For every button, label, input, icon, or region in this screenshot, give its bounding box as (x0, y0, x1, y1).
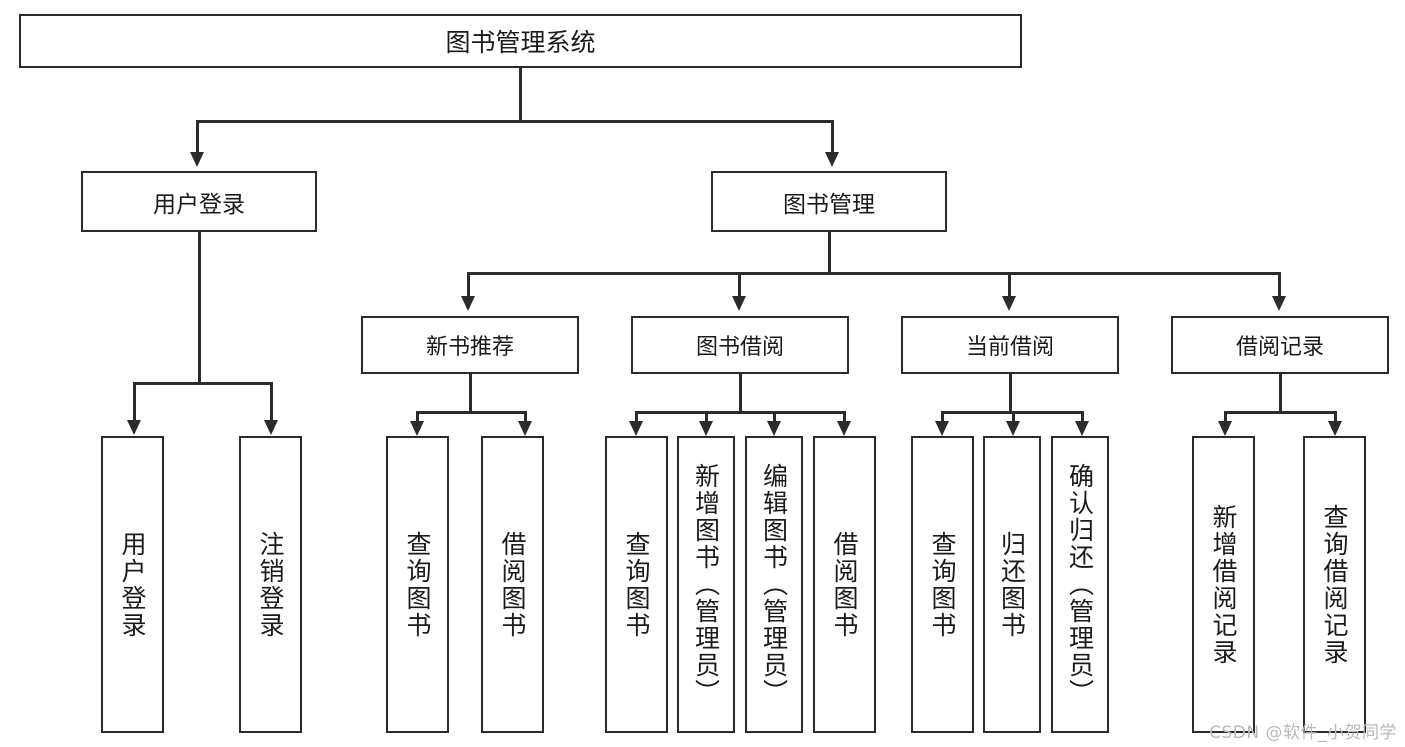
arrowhead-borrow-record-to-leaf-2 (1328, 421, 1342, 436)
leaf-add-borrow-record[interactable]: 新增借阅记录 (1192, 436, 1255, 733)
arrowhead-current-borrow-to-leaf-1 (935, 421, 949, 436)
leaf-add-book-admin[interactable]: 新增图书（管理员） (677, 436, 735, 733)
arrowhead-new-book-to-leaf-1 (410, 421, 424, 436)
connector-borrow-record-bus (1224, 411, 1337, 414)
arrowhead-book-manage-to-borrow-record (1272, 296, 1286, 311)
arrowhead-book-borrow-to-leaf-1 (629, 421, 643, 436)
connector-current-borrow-to-leaf-2 (1012, 411, 1015, 421)
arrowhead-user-login-to-leaf-1 (127, 420, 141, 435)
node-book-manage[interactable]: 图书管理 (711, 171, 947, 232)
leaf-user-login[interactable]: 用户登录 (101, 436, 164, 733)
connector-borrow-record-trunk (1279, 374, 1282, 411)
leaf-query-book-current[interactable]: 查询图书 (911, 436, 974, 733)
connector-new-book-to-leaf-2 (524, 411, 527, 421)
node-borrow-record[interactable]: 借阅记录 (1171, 316, 1389, 374)
connector-book-manage-to-borrow-record (1278, 272, 1281, 296)
arrowhead-book-manage-to-current-borrow (1002, 296, 1016, 311)
connector-current-borrow-trunk (1009, 374, 1012, 411)
connector-root-to-book-manage (831, 120, 834, 152)
connector-book-manage-trunk (828, 232, 831, 272)
connector-user-login-to-leaf-1 (133, 382, 136, 420)
connector-user-login-bus (133, 382, 272, 385)
arrowhead-root-to-book-manage (825, 152, 839, 167)
arrowhead-book-borrow-to-leaf-3 (767, 421, 781, 436)
connector-book-manage-to-new-book (467, 272, 470, 296)
connector-new-book-bus (416, 411, 527, 414)
leaf-query-book-borrow[interactable]: 查询图书 (605, 436, 668, 733)
connector-book-borrow-to-leaf-2 (705, 411, 708, 421)
arrowhead-borrow-record-to-leaf-1 (1218, 421, 1232, 436)
connector-book-manage-bus (467, 272, 1281, 275)
connector-new-book-trunk (469, 374, 472, 411)
leaf-return-book[interactable]: 归还图书 (983, 436, 1041, 733)
arrowhead-user-login-to-leaf-2 (264, 420, 278, 435)
connector-user-login-trunk (198, 232, 201, 382)
arrowhead-root-to-user-login (190, 152, 204, 167)
arrowhead-book-manage-to-book-borrow (732, 296, 746, 311)
connector-borrow-record-to-leaf-1 (1224, 411, 1227, 421)
node-user-login[interactable]: 用户登录 (81, 171, 317, 232)
connector-book-borrow-to-leaf-3 (773, 411, 776, 421)
connector-new-book-to-leaf-1 (416, 411, 419, 421)
leaf-edit-book-admin[interactable]: 编辑图书（管理员） (745, 436, 803, 733)
leaf-logout-login[interactable]: 注销登录 (239, 436, 302, 733)
connector-root-to-user-login (196, 120, 199, 152)
arrowhead-current-borrow-to-leaf-2 (1006, 421, 1020, 436)
leaf-confirm-return-admin[interactable]: 确认归还（管理员） (1051, 436, 1109, 733)
connector-book-borrow-to-leaf-4 (843, 411, 846, 421)
connector-root-trunk (519, 68, 522, 120)
connector-root-bus (196, 120, 833, 123)
arrowhead-new-book-to-leaf-2 (518, 421, 532, 436)
arrowhead-book-borrow-to-leaf-4 (837, 421, 851, 436)
arrowhead-book-borrow-to-leaf-2 (699, 421, 713, 436)
arrowhead-current-borrow-to-leaf-3 (1075, 421, 1089, 436)
connector-book-borrow-bus (635, 411, 846, 414)
connector-current-borrow-to-leaf-1 (941, 411, 944, 421)
node-new-book-recommend[interactable]: 新书推荐 (361, 316, 579, 374)
connector-book-manage-to-book-borrow (738, 272, 741, 296)
connector-book-borrow-trunk (739, 374, 742, 411)
leaf-borrow-book-borrow[interactable]: 借阅图书 (813, 436, 876, 733)
leaf-borrow-book-recommend[interactable]: 借阅图书 (481, 436, 544, 733)
connector-book-borrow-to-leaf-1 (635, 411, 638, 421)
node-book-borrow[interactable]: 图书借阅 (631, 316, 849, 374)
node-root-system[interactable]: 图书管理系统 (19, 14, 1022, 68)
connector-current-borrow-to-leaf-3 (1081, 411, 1084, 421)
connector-user-login-to-leaf-2 (270, 382, 273, 420)
node-current-borrow[interactable]: 当前借阅 (901, 316, 1119, 374)
leaf-query-book-recommend[interactable]: 查询图书 (386, 436, 449, 733)
leaf-query-borrow-record[interactable]: 查询借阅记录 (1303, 436, 1366, 733)
arrowhead-book-manage-to-new-book (461, 296, 475, 311)
connector-borrow-record-to-leaf-2 (1334, 411, 1337, 421)
connector-book-manage-to-current-borrow (1008, 272, 1011, 296)
